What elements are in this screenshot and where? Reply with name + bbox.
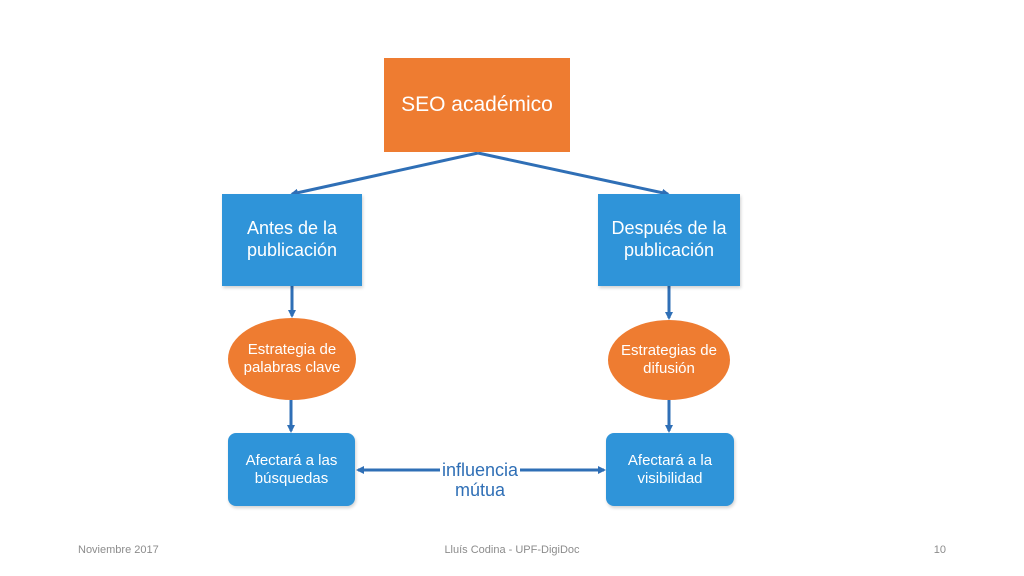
node-estrategias-difusion-label: Estrategias de difusión: [621, 342, 717, 377]
node-estrategia-palabras-clave-label: Estrategia de palabras clave: [243, 341, 341, 376]
footer-date: Noviembre 2017: [78, 544, 159, 556]
node-despues-publicacion: Después de la publicación: [598, 194, 740, 286]
node-afectara-busquedas: Afectará a las búsquedas: [228, 433, 355, 506]
node-estrategias-difusion: Estrategias de difusión: [608, 320, 730, 400]
node-antes-publicacion-label: Antes de la publicación: [246, 218, 338, 260]
node-afectara-visibilidad: Afectará a la visibilidad: [606, 433, 734, 506]
node-afectara-visibilidad-label: Afectará a la visibilidad: [627, 451, 713, 487]
node-afectara-busquedas-label: Afectará a las búsquedas: [245, 451, 338, 487]
arrow-root-to-before: [290, 151, 479, 197]
node-seo-academico-label: SEO académico: [401, 93, 553, 117]
node-antes-publicacion: Antes de la publicación: [222, 194, 362, 286]
node-seo-academico: SEO académico: [384, 58, 570, 152]
node-estrategia-palabras-clave: Estrategia de palabras clave: [228, 318, 356, 400]
arrow-root-to-after: [477, 151, 670, 197]
footer-author: Lluís Codina - UPF-DigiDoc: [444, 544, 580, 556]
footer-page-number: 10: [933, 544, 946, 556]
label-influencia-mutua: influencia mútua: [441, 460, 519, 500]
node-despues-publicacion-label: Después de la publicación: [611, 218, 727, 260]
